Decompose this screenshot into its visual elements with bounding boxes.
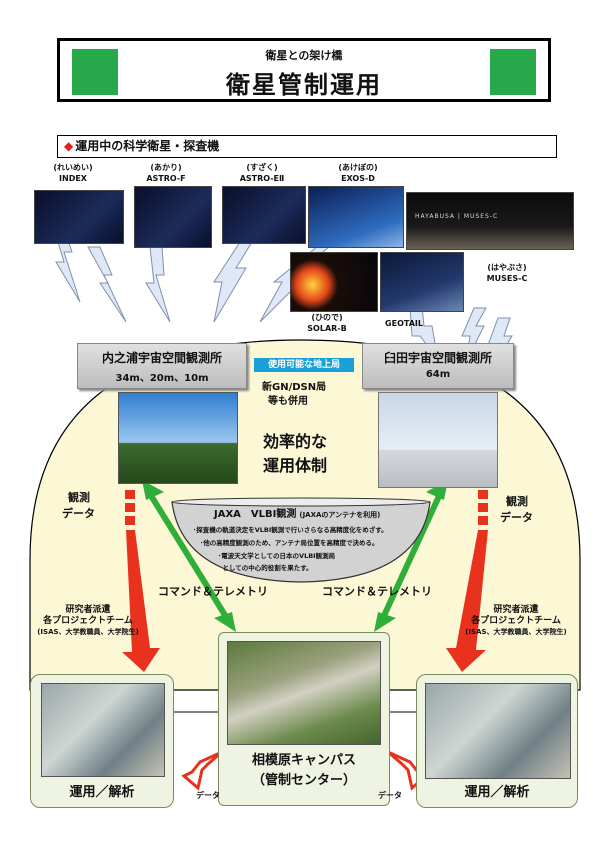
sat-label-exos-d: (あけぼの) EXOS-D [318, 162, 398, 184]
section-header: ◆運用中の科学衛星・探査機 [57, 135, 557, 158]
vlbi-bullet: としての中心的役割を果たす。 [216, 564, 313, 572]
campus-photo [227, 641, 381, 745]
header-banner: 衛星との架け橋 衛星管制運用 [57, 38, 551, 102]
obs-data-text: データ [62, 507, 95, 520]
header-subtitle: 衛星との架け橋 [265, 49, 343, 62]
ground-station-badge: 使用可能な地上局 [254, 358, 354, 372]
data-arrow-left [181, 750, 223, 791]
researchers-text: 研究者派遣 [65, 605, 111, 615]
station-name: 臼田宇宙空間観測所 [383, 351, 492, 365]
station-antennas: 34m、20m、10m [115, 373, 209, 384]
researchers-text: 研究者派遣 [493, 605, 539, 615]
sat-reading: (すざく) [246, 163, 278, 172]
obs-data-text: 観測 [68, 491, 90, 504]
sat-image-geotail [380, 252, 464, 312]
antenna-photo-uchinoura [118, 392, 238, 484]
ground-station-line1: 新GN/DSN局 [262, 382, 327, 393]
vlbi-bullet: ･電波天文学としての日本のVLBI観測局 [218, 552, 336, 560]
obs-data-arrow-right [446, 530, 488, 672]
researchers-left: 研究者派遣 各プロジェクトチーム (ISAS、大学教職員、大学院生) [12, 605, 164, 638]
vlbi-dish [171, 497, 431, 583]
command-telemetry-right: コマンド＆テレメトリ [322, 585, 432, 598]
station-name: 内之浦宇宙空間観測所 [101, 351, 222, 365]
ops-label-left: 運用／解析 [69, 785, 135, 800]
link-bolt [213, 241, 253, 323]
sat-image-astro-f [134, 186, 212, 248]
sat-name: ASTRO-EⅡ [239, 174, 285, 183]
link-bolt [145, 246, 171, 323]
sat-image-index [34, 190, 124, 244]
ops-photo-right [425, 683, 571, 779]
sat-image-solar-b [290, 252, 378, 312]
data-label-right: データ [378, 791, 402, 800]
sat-reading: (あけぼの) [338, 163, 378, 172]
researchers-text: 各プロジェクトチーム [43, 616, 133, 626]
sat-reading: (れいめい) [53, 163, 93, 172]
sat-name: GEOTAIL [385, 319, 423, 328]
campus-name: 相模原キャンパス [251, 753, 356, 768]
sat-label-astro-e2: (すざく) ASTRO-EⅡ [222, 162, 302, 184]
obs-data-text: 観測 [506, 495, 528, 508]
header-green-square-left [72, 49, 118, 95]
sat-name: EXOS-D [341, 174, 375, 183]
header-title: 衛星管制運用 [226, 71, 382, 99]
hayabusa-image-text: HAYABUSA | MUSES-C [415, 213, 499, 220]
ops-box-right: 運用／解析 [416, 674, 578, 808]
researchers-text: 各プロジェクトチーム [471, 616, 561, 626]
sat-name: SOLAR-B [307, 324, 347, 333]
sat-label-geotail: GEOTAIL [374, 318, 434, 329]
sat-label-solar-b: (ひので) SOLAR-B [292, 312, 362, 334]
data-label-left: データ [196, 791, 220, 800]
sat-label-index: (れいめい) INDEX [38, 162, 108, 184]
sat-name: MUSES-C [486, 274, 528, 283]
sat-label-astro-f: (あかり) ASTRO-F [126, 162, 206, 184]
obs-data-label-right: 観測 データ [500, 494, 533, 526]
sat-label-muses-c: (はやぶさ) MUSES-C [472, 262, 542, 284]
researchers-right: 研究者派遣 各プロジェクトチーム (ISAS、大学教職員、大学院生) [440, 605, 592, 638]
command-telemetry-left: コマンド＆テレメトリ [158, 585, 268, 598]
researchers-text: (ISAS、大学教職員、大学院生) [465, 628, 567, 636]
vlbi-bullet: ･探査機の軌道決定をVLBI観測で行いさらなる高精度化をめざす。 [193, 526, 388, 534]
sat-reading: (ひので) [311, 313, 343, 322]
sat-image-astro-e2 [222, 186, 306, 244]
sat-image-exos-d [308, 186, 404, 248]
sat-reading: (はやぶさ) [487, 263, 527, 272]
efficiency-line2: 運用体制 [263, 456, 328, 475]
sat-reading: (あかり) [150, 163, 182, 172]
sat-name: ASTRO-F [146, 174, 186, 183]
campus-subname: （管制センター） [251, 773, 356, 788]
header-green-square-right [490, 49, 536, 95]
station-usuda: 臼田宇宙空間観測所 64m [362, 343, 514, 389]
researchers-text: (ISAS、大学教職員、大学院生) [37, 628, 139, 636]
campus-box: 相模原キャンパス （管制センター） [218, 632, 390, 806]
vlbi-title-note: (JAXAのアンテナを利用) [299, 511, 381, 519]
ops-photo-left [41, 683, 165, 777]
antenna-photo-usuda [378, 392, 498, 488]
vlbi-bullet: ･他の高精度観測のため、アンテナ局位置を高精度で決める。 [200, 539, 379, 547]
ground-station-line2: 等も併用 [268, 396, 308, 407]
ops-label-right: 運用／解析 [464, 785, 530, 800]
ops-box-left: 運用／解析 [30, 674, 174, 808]
link-bolt [87, 246, 127, 323]
sat-image-hayabusa: HAYABUSA | MUSES-C [406, 192, 574, 250]
vlbi-title-text: JAXA VLBI観測 [214, 509, 297, 520]
section-title: 運用中の科学衛星・探査機 [75, 139, 220, 153]
vlbi-title: JAXA VLBI観測(JAXAのアンテナを利用) [214, 505, 414, 520]
efficiency-line1: 効率的な [263, 432, 328, 451]
obs-data-label-left: 観測 データ [62, 490, 95, 522]
diamond-icon: ◆ [64, 139, 74, 153]
station-antennas: 64m [425, 369, 451, 380]
sat-name: INDEX [59, 174, 87, 183]
obs-data-text: データ [500, 511, 533, 524]
obs-data-arrow-left [122, 530, 160, 672]
station-uchinoura: 内之浦宇宙空間観測所 34m、20m、10m [77, 343, 247, 389]
